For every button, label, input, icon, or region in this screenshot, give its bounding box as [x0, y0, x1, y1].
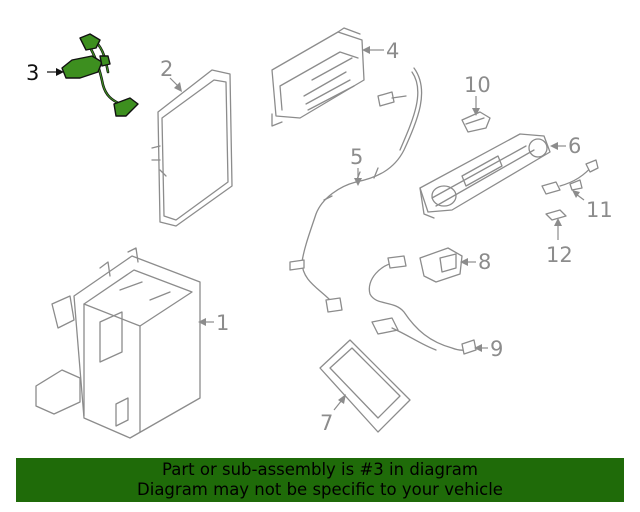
callout-leaders: [47, 46, 585, 411]
callout-5[interactable]: 5: [350, 145, 363, 169]
callout-numbers: 3 2 4 5 10 6 11 12 8 9 7 1: [26, 39, 613, 435]
callout-10[interactable]: 10: [464, 73, 491, 97]
callout-11[interactable]: 11: [586, 198, 613, 222]
info-banner: Part or sub-assembly is #3 in diagram Di…: [16, 458, 624, 502]
parts-diagram: 3 2 4 5 10 6 11 12 8 9 7 1: [26, 27, 613, 439]
part-3-wire-harness[interactable]: [61, 33, 139, 117]
part-9-harness[interactable]: [368, 255, 477, 355]
callout-1[interactable]: 1: [216, 311, 229, 335]
banner-line-2: Diagram may not be specific to your vehi…: [137, 480, 503, 499]
callout-7[interactable]: 7: [320, 411, 333, 435]
part-1-bracket[interactable]: [35, 247, 201, 439]
callout-6[interactable]: 6: [568, 134, 581, 158]
callout-12[interactable]: 12: [546, 243, 573, 267]
part-11-connector[interactable]: [541, 159, 599, 195]
part-4-module[interactable]: [271, 27, 365, 127]
callout-4[interactable]: 4: [386, 39, 399, 63]
callout-3[interactable]: 3: [26, 61, 39, 85]
part-6-control-panel[interactable]: [419, 133, 551, 219]
callout-8[interactable]: 8: [478, 250, 491, 274]
part-7-cover[interactable]: [319, 339, 411, 433]
part-12-clip[interactable]: [545, 209, 567, 221]
callout-9[interactable]: 9: [490, 337, 503, 361]
banner-line-1: Part or sub-assembly is #3 in diagram: [162, 460, 478, 479]
callout-2[interactable]: 2: [160, 57, 173, 81]
part-8-bracket[interactable]: [419, 247, 463, 283]
part-2-panel[interactable]: [151, 69, 233, 227]
